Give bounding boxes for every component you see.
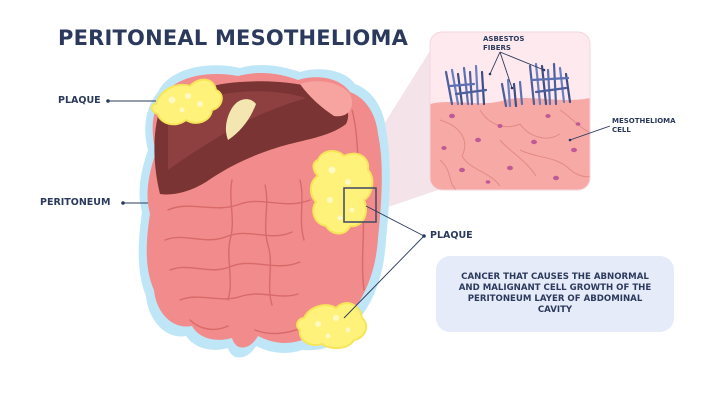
intestine-folds xyxy=(164,109,365,335)
description-text: CANCER THAT CAUSES THE ABNORMAL AND MALI… xyxy=(458,272,652,315)
label-peritoneum: PERITONEUM xyxy=(40,197,111,208)
label-plaque-top: PLAQUE xyxy=(58,95,101,106)
description-box: CANCER THAT CAUSES THE ABNORMAL AND MALI… xyxy=(436,256,674,332)
label-plaque-right: PLAQUE xyxy=(430,230,473,241)
tissue-inset-frame xyxy=(429,31,591,191)
label-mesothelioma-cell: MESOTHELIOMA CELL xyxy=(612,117,676,134)
gallbladder xyxy=(225,99,256,140)
plaque-top-left xyxy=(150,78,223,126)
pointer-lines xyxy=(108,51,611,319)
pointer-dots xyxy=(106,68,572,238)
page-title: PERITONEAL MESOTHELIOMA xyxy=(58,26,409,50)
stomach-patch xyxy=(300,81,353,117)
label-asbestos-fibers: ASBESTOS FIBERS xyxy=(483,35,524,52)
zoom-selection-box xyxy=(343,187,377,223)
plaque-bottom xyxy=(296,302,368,350)
tissue-inset xyxy=(430,32,590,190)
label-asbestos-line2: FIBERS xyxy=(483,43,511,52)
label-meso-line1: MESOTHELIOMA xyxy=(612,117,676,125)
label-meso-line2: CELL xyxy=(612,125,631,134)
plaque-middle xyxy=(310,150,374,235)
label-asbestos-line1: ASBESTOS xyxy=(483,35,525,43)
